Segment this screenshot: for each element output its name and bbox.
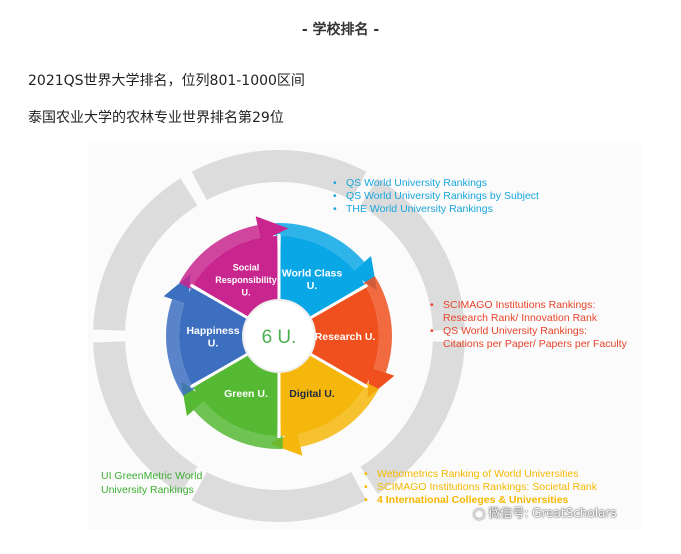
qs-ranking-text: 2021QS世界大学排名，位列801-1000区间 [28,73,305,89]
center-circle [242,299,316,373]
list-item: QS World University Rankings [333,177,539,190]
world-class-rankings-list: QS World University Rankings QS World Un… [333,177,539,216]
segment-divider [189,283,249,320]
segment-arrow-band [179,225,260,290]
segment-wedge [310,287,379,385]
list-item: Webometrics Ranking of World Universitie… [364,468,597,481]
segment-arrow-head [269,430,303,456]
outer-ring-segment [360,178,465,331]
segment-arrow-band [275,223,365,271]
segment-arrow-band [298,382,379,447]
segment-label: U. [307,280,318,292]
list-item-line: Research Rank/ Innovation Rank [443,312,598,324]
outer-ring-segment [93,341,198,494]
green-rankings-text: UI GreenMetric World University Rankings [101,469,231,497]
segment-divider [189,352,249,389]
list-item-line: SCIMAGO Institutions Rankings: [443,299,596,311]
outer-ring-segment [360,341,465,494]
segment-label: Social [233,262,260,272]
segment-arrow-band [193,401,283,449]
list-item: SCIMAGO Institutions Rankings: Societal … [364,481,597,494]
outer-ring-segment [93,178,198,331]
outer-ring-segment [191,471,367,522]
segment-wedge [179,287,248,385]
list-item: THE World University Rankings [333,203,539,216]
segment-label: U. [242,287,251,297]
wechat-icon: ◯ [473,507,486,520]
list-item-line: Citations per Paper/ Papers per Faculty [443,338,627,350]
list-item-line: QS World University Rankings: [443,325,587,337]
watermark: ◯微信号: GreatScholars [473,504,617,521]
green-rankings-line: UI GreenMetric World [101,470,203,482]
list-item: 4 International Colleges & Universities [364,494,597,507]
segment-arrow-head [255,216,289,242]
segment-label: World Class [282,268,343,280]
segment-divider [309,283,369,320]
segment-label: Digital U. [289,388,335,400]
segment-label: Responsibility [215,275,277,285]
list-item: QS World University Rankings by Subject [333,190,539,203]
segment-arrow-band [166,299,195,396]
center-label: 6 U. [262,327,297,348]
segment-arrow-band [363,276,392,373]
list-item: SCIMAGO Institutions Rankings:Research R… [430,299,627,325]
segment-divider [309,352,369,389]
digital-rankings-list: Webometrics Ranking of World Universitie… [364,468,597,507]
segment-label: Research U. [315,331,376,343]
segment-label: Happiness [186,325,239,337]
list-item: QS World University Rankings:Citations p… [430,325,627,351]
green-rankings-line: University Rankings [101,484,194,496]
segment-label: U. [208,337,219,349]
section-title: - 学校排名 - [301,22,380,38]
segment-label: Green U. [224,388,268,400]
outer-ring-segment [191,150,367,201]
agriculture-ranking-text: 泰国农业大学的农林专业世界排名第29位 [28,110,284,126]
research-rankings-list: SCIMAGO Institutions Rankings:Research R… [430,299,627,351]
watermark-text: 微信号: GreatScholars [488,506,617,520]
